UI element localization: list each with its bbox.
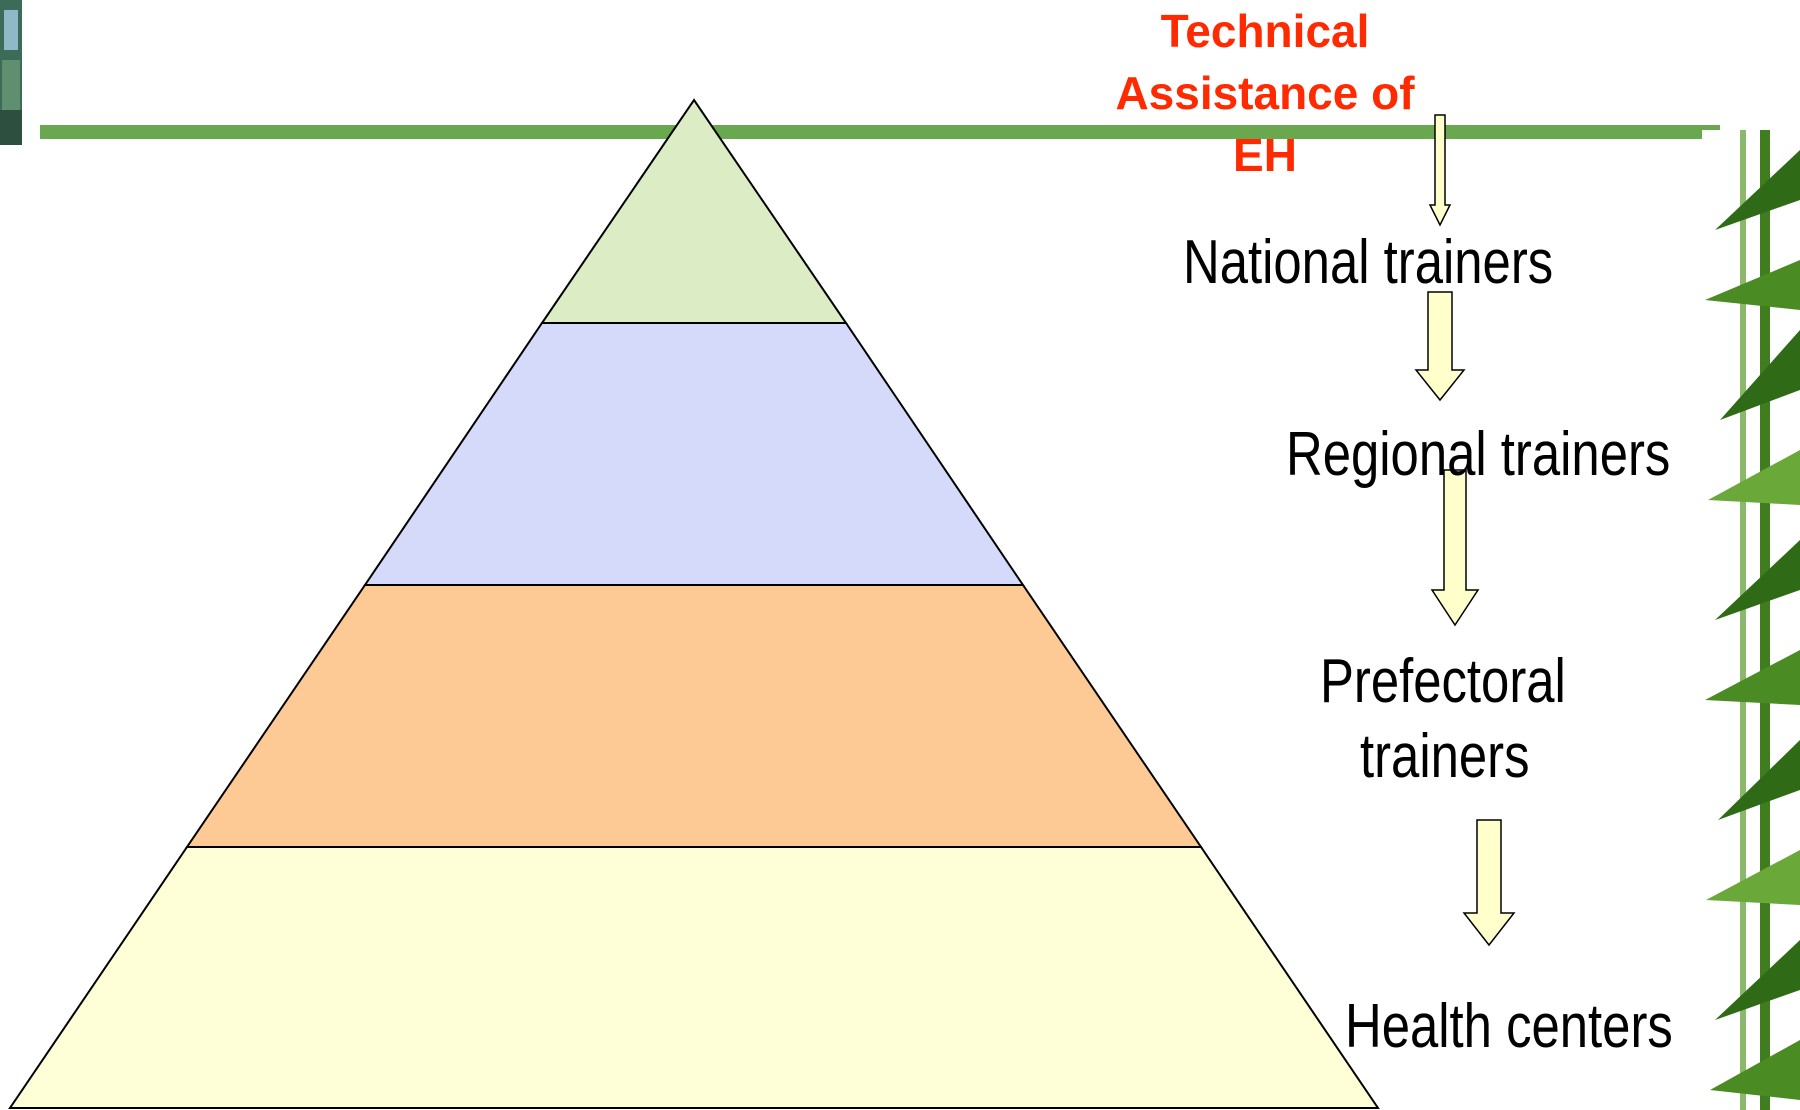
title-line: EH (1233, 129, 1297, 181)
header-rule (40, 125, 1720, 139)
level-label-regional: Regional trainers (1286, 420, 1671, 489)
down-arrow-icon (1414, 291, 1466, 402)
level-label-health-centers: Health centers (1345, 992, 1673, 1061)
down-arrow-icon (1462, 819, 1516, 947)
pyramid-tier-3 (185, 584, 1203, 848)
bamboo-border (1702, 130, 1800, 1110)
title-line: Assistance of (1115, 67, 1415, 119)
left-photo-strip (0, 0, 22, 145)
title-line: Technical (1160, 5, 1370, 57)
level-label-prefectoral-2: trainers (1360, 722, 1530, 791)
down-arrow-icon (1430, 469, 1480, 627)
level-label-prefectoral: Prefectoral (1320, 647, 1566, 716)
flow-arrows (1414, 114, 1516, 947)
pyramid-tier-2 (363, 322, 1025, 586)
pyramid (8, 98, 1380, 1109)
pyramid-tier-4 (8, 846, 1380, 1109)
down-arrow-icon (1428, 114, 1452, 227)
level-label-national: National trainers (1183, 228, 1554, 297)
technical-assistance-title: Technical Assistance of EH (1040, 0, 1490, 186)
